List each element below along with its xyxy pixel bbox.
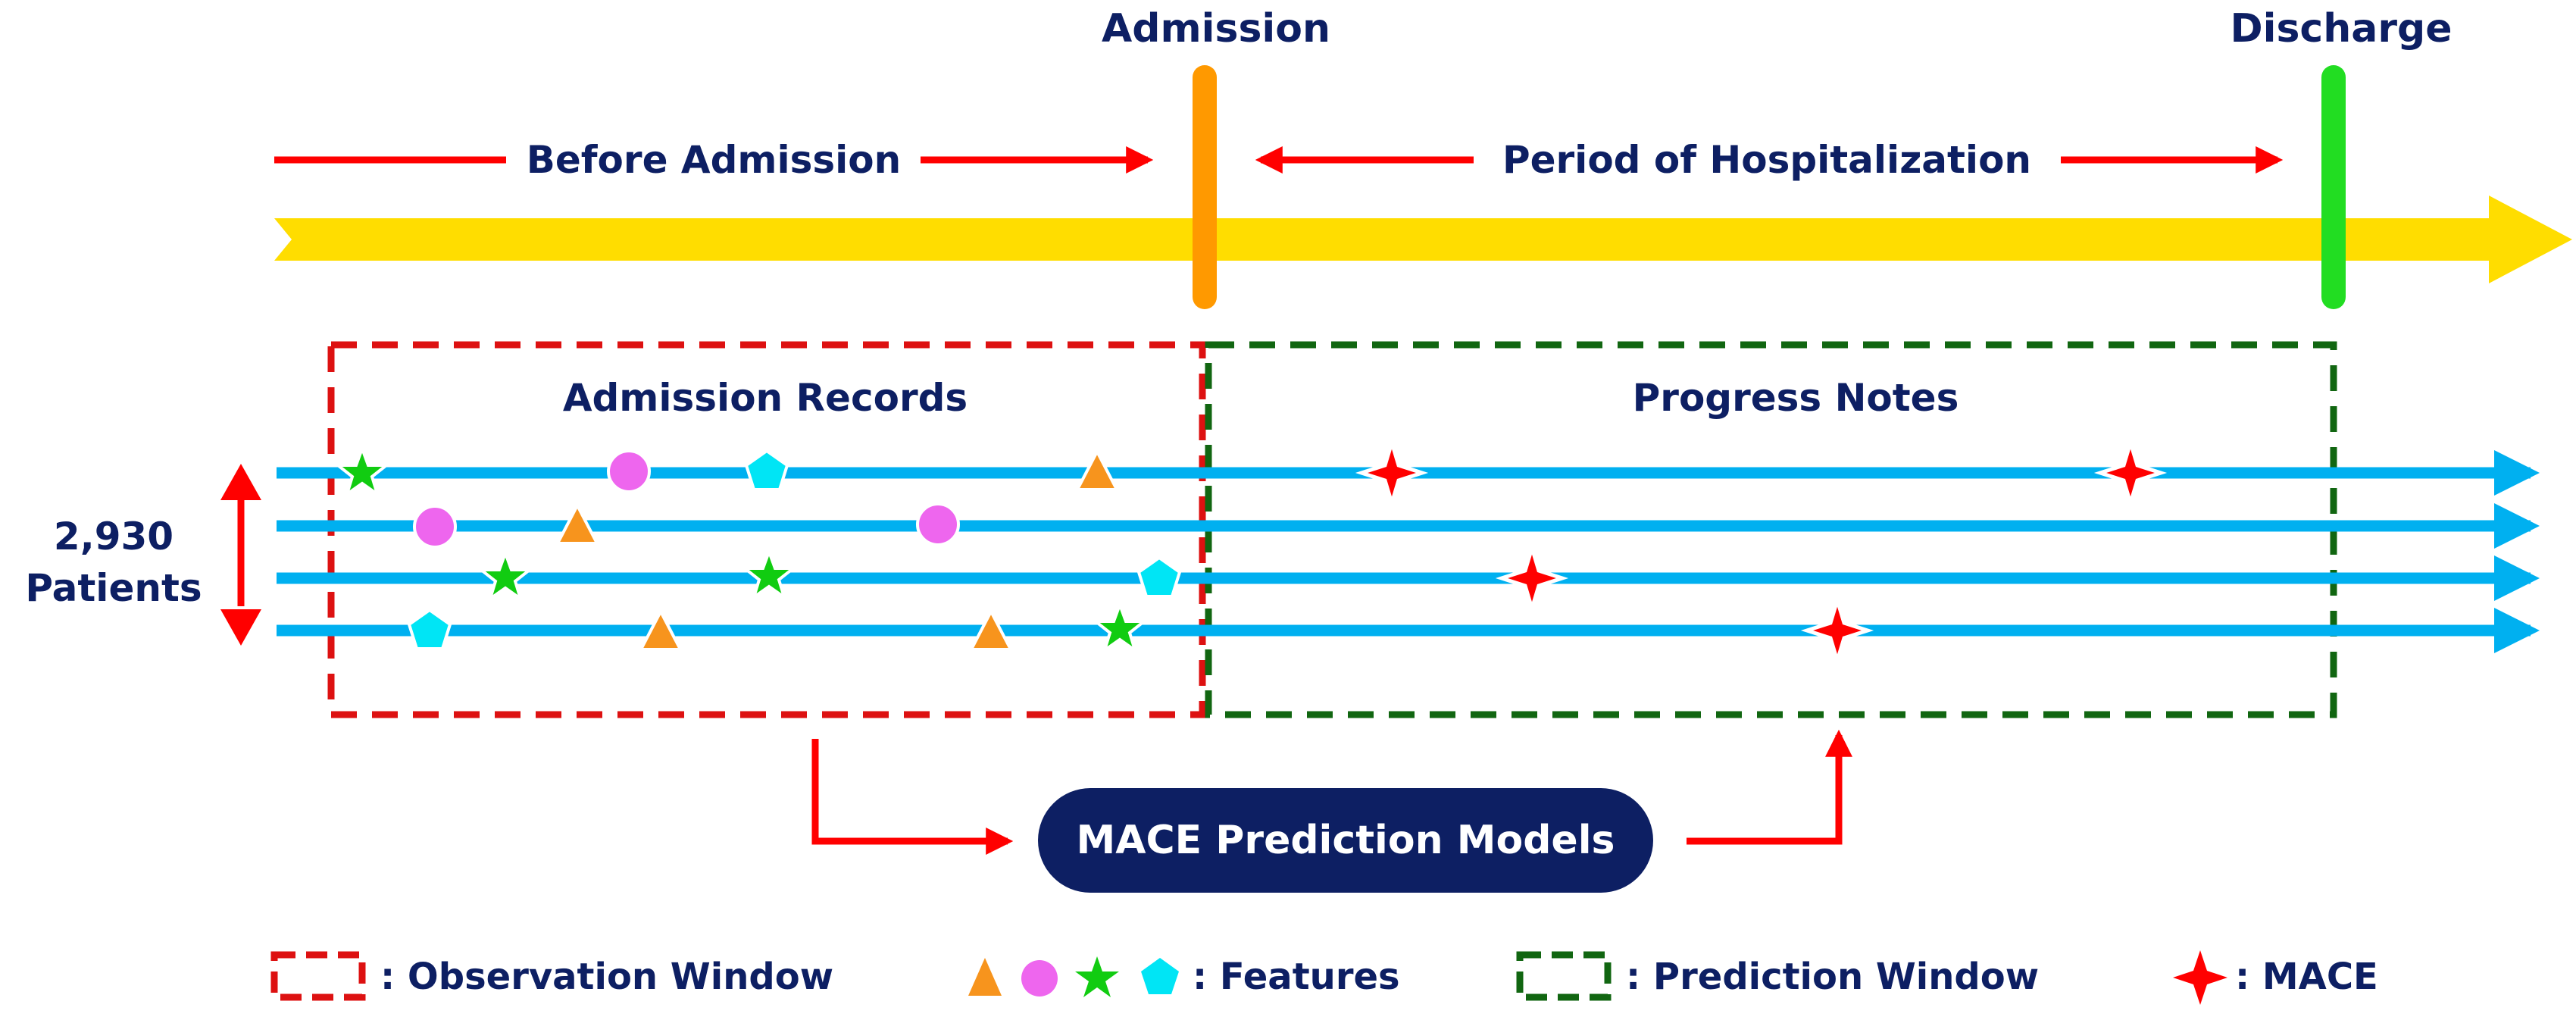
star-icon (740, 547, 798, 601)
patients-label: Patients (25, 566, 202, 610)
star-icon (1075, 956, 1119, 997)
legend-prediction-label: : Prediction Window (1626, 956, 2039, 998)
legend-prediction-swatch (1516, 951, 1612, 1001)
triangle-icon (968, 958, 1002, 996)
triangle-icon (555, 502, 600, 545)
pentagon-icon (744, 449, 789, 491)
triangle-icon (968, 608, 1014, 651)
progress-notes-title: Progress Notes (1633, 376, 1959, 420)
star-icon (333, 444, 391, 498)
discharge-label: Discharge (2230, 6, 2452, 52)
records-to-model-arrow (811, 739, 1014, 855)
legend-observation-label: : Observation Window (380, 956, 833, 998)
star-icon (1091, 600, 1149, 654)
four-point-star-icon (1800, 593, 1874, 668)
triangle-icon (638, 608, 683, 651)
admission-records-title: Admission Records (563, 376, 968, 420)
mace-prediction-models-box (1038, 788, 1653, 893)
circle-icon (916, 502, 960, 546)
patients-range-arrow-bottom (220, 609, 261, 646)
triangle-icon (1074, 448, 1120, 491)
circle-icon (413, 505, 457, 549)
before-admission-label: Before Admission (527, 138, 901, 182)
legend-mace-label: : MACE (2235, 956, 2378, 998)
pentagon-icon (1136, 555, 1182, 598)
four-point-star-icon (2093, 436, 2168, 510)
mace-prediction-models-label: MACE Prediction Models (1077, 818, 1615, 863)
hospitalization-label: Period of Hospitalization (1502, 138, 2031, 182)
star-icon (477, 549, 534, 602)
legend-observation-swatch (270, 951, 366, 1001)
model-to-notes-arrow (1687, 729, 1852, 845)
patients-range-arrow-top (220, 464, 261, 500)
admission-label: Admission (1102, 6, 1330, 52)
main-timeline-arrow (274, 196, 2572, 283)
circle-icon (607, 449, 651, 493)
pentagon-icon (1141, 958, 1179, 994)
four-point-star-icon (1495, 541, 1569, 615)
four-point-star-icon (2173, 950, 2227, 1005)
circle-icon (1021, 960, 1058, 997)
pentagon-icon (407, 608, 452, 650)
patients-count: 2,930 (54, 515, 174, 558)
four-point-star-icon (1355, 436, 1429, 510)
legend-features-label: : Features (1193, 956, 1400, 998)
